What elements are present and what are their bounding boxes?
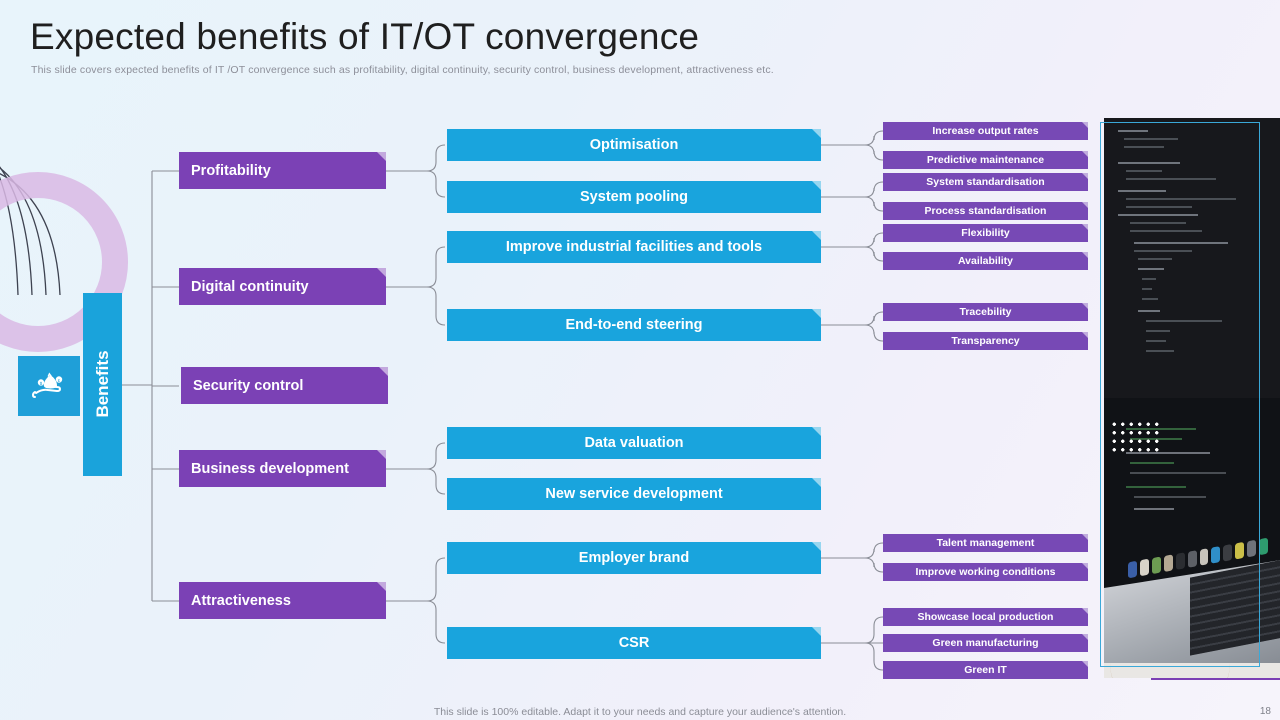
leaf-label: Increase output rates xyxy=(932,125,1039,137)
category-node-business-development[interactable]: Business development xyxy=(179,450,386,487)
middle-label: System pooling xyxy=(580,189,688,205)
leaf-label: Transparency xyxy=(951,335,1020,347)
category-label: Business development xyxy=(191,460,349,477)
leaf-node-availability[interactable]: Availability xyxy=(883,252,1088,270)
middle-node-system-pooling[interactable]: System pooling xyxy=(447,181,821,213)
category-node-profitability[interactable]: Profitability xyxy=(179,152,386,189)
category-node-attractiveness[interactable]: Attractiveness xyxy=(179,582,386,619)
category-label: Attractiveness xyxy=(191,592,291,609)
leaf-label: Green IT xyxy=(964,664,1007,676)
leaf-node-transparency[interactable]: Transparency xyxy=(883,332,1088,350)
middle-label: Data valuation xyxy=(584,435,684,451)
middle-node-new-service-development[interactable]: New service development xyxy=(447,478,821,510)
middle-node-data-valuation[interactable]: Data valuation xyxy=(447,427,821,459)
page-subtitle: This slide covers expected benefits of I… xyxy=(31,64,774,76)
leaf-label: Green manufacturing xyxy=(932,637,1039,649)
middle-label: Improve industrial facilities and tools xyxy=(505,239,763,255)
category-label: Profitability xyxy=(191,162,271,179)
middle-label: Optimisation xyxy=(589,137,679,153)
leaf-node-tracebility[interactable]: Tracebility xyxy=(883,303,1088,321)
leaf-label: Availability xyxy=(957,255,1014,267)
leaf-label: Flexibility xyxy=(961,227,1010,239)
category-label: Digital continuity xyxy=(191,278,309,295)
leaf-node-improve-working-conditions[interactable]: Improve working conditions xyxy=(883,563,1088,581)
leaf-node-green-it[interactable]: Green IT xyxy=(883,661,1088,679)
middle-node-csr[interactable]: CSR xyxy=(447,627,821,659)
code-screen-top xyxy=(1104,118,1280,398)
leaf-label: Process standardisation xyxy=(924,205,1047,217)
leaf-label: Showcase local production xyxy=(917,611,1054,623)
footer-note: This slide is 100% editable. Adapt it to… xyxy=(433,706,847,718)
middle-node-employer-brand[interactable]: Employer brand xyxy=(447,542,821,574)
svg-text:$: $ xyxy=(40,381,43,386)
page-title: Expected benefits of IT/OT convergence xyxy=(30,16,700,57)
middle-node-improve-industrial-facilities-and-tools[interactable]: Improve industrial facilities and tools xyxy=(447,231,821,263)
leaf-node-showcase-local-production[interactable]: Showcase local production xyxy=(883,608,1088,626)
middle-label: End-to-end steering xyxy=(565,317,703,333)
category-node-security-control[interactable]: Security control xyxy=(181,367,388,404)
middle-node-end-to-end-steering[interactable]: End-to-end steering xyxy=(447,309,821,341)
leaf-node-talent-management[interactable]: Talent management xyxy=(883,534,1088,552)
category-node-digital-continuity[interactable]: Digital continuity xyxy=(179,268,386,305)
photo-outline-frame xyxy=(1100,122,1260,667)
middle-label: New service development xyxy=(545,486,723,502)
leaf-node-green-manufacturing[interactable]: Green manufacturing xyxy=(883,634,1088,652)
decorative-dot-grid xyxy=(1110,420,1162,454)
svg-text:£: £ xyxy=(58,378,61,383)
leaf-node-increase-output-rates[interactable]: Increase output rates xyxy=(883,122,1088,140)
leaf-node-system-standardisation[interactable]: System standardisation xyxy=(883,173,1088,191)
root-node-benefits[interactable]: Benefits xyxy=(83,293,122,476)
leaf-label: Talent management xyxy=(936,537,1035,549)
laptop-photo xyxy=(1104,118,1280,678)
page-number-label: 18 xyxy=(1259,706,1271,717)
leaf-node-process-standardisation[interactable]: Process standardisation xyxy=(883,202,1088,220)
leaf-label: System standardisation xyxy=(926,176,1045,188)
middle-label: CSR xyxy=(618,635,650,651)
leaf-node-flexibility[interactable]: Flexibility xyxy=(883,224,1088,242)
leaf-label: Improve working conditions xyxy=(915,566,1056,578)
leaf-label: Predictive maintenance xyxy=(926,154,1045,166)
leaf-label: Tracebility xyxy=(959,306,1012,318)
middle-node-optimisation[interactable]: Optimisation xyxy=(447,129,821,161)
middle-label: Employer brand xyxy=(578,550,690,566)
category-label: Security control xyxy=(193,377,304,394)
benefits-icon: $ £ xyxy=(18,356,80,416)
leaf-node-predictive-maintenance[interactable]: Predictive maintenance xyxy=(883,151,1088,169)
root-node-label: Benefits xyxy=(92,349,112,418)
